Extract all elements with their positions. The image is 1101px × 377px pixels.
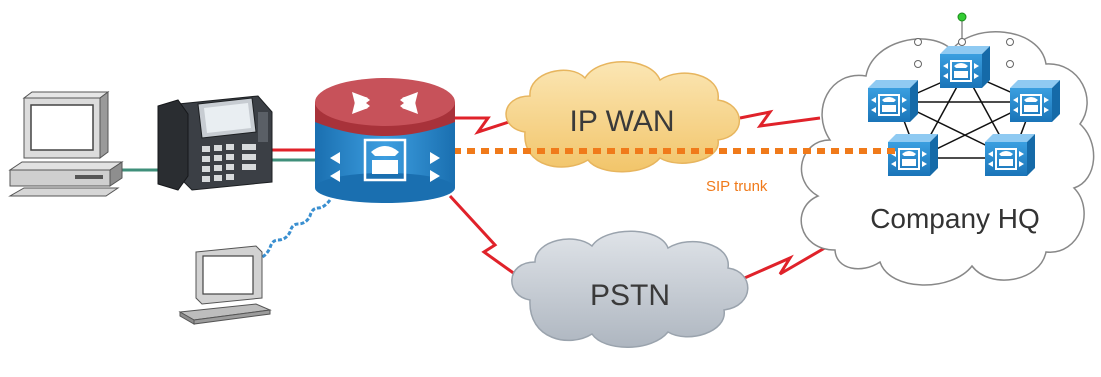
serial-link-router-wan (450, 116, 516, 135)
call-manager-icon-left (867, 79, 919, 123)
ip-wan-label: IP WAN (569, 105, 674, 138)
company-hq-label: Company HQ (870, 203, 1040, 234)
call-manager-icon-bottom-right (984, 133, 1036, 177)
selection-handles (914, 38, 1014, 68)
rotate-handle (957, 12, 967, 22)
pc-workstation (8, 91, 124, 197)
serial-link-pstn-hq (739, 240, 836, 282)
laptop (178, 245, 272, 325)
pstn-label: PSTN (590, 279, 670, 312)
call-manager-icon-top (939, 45, 991, 89)
ip-phone (157, 95, 273, 191)
serial-link-router-pstn (448, 194, 541, 294)
wireless-link (259, 199, 332, 260)
call-manager-icon-bottom-left (887, 133, 939, 177)
ip-wan-cloud: IP WAN (505, 61, 741, 173)
sip-trunk-label: SIP trunk (706, 178, 768, 195)
voice-router (315, 78, 455, 203)
call-manager-cluster (867, 12, 1061, 177)
serial-link-wan-hq (739, 109, 821, 128)
pstn-cloud: PSTN (511, 230, 749, 348)
call-manager-icon-right (1009, 79, 1061, 123)
